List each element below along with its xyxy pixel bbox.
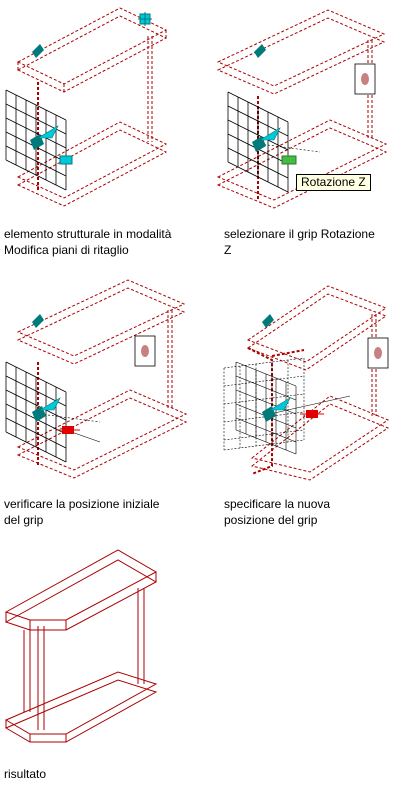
- figure-step-1: elemento strutturale in modalità Modific…: [0, 0, 200, 260]
- clip-plane-grid: [5, 89, 67, 191]
- move-grip-icon[interactable]: [138, 12, 152, 26]
- plane-edit-grip-icon[interactable]: [254, 44, 266, 58]
- caption: elemento strutturale in modalità Modific…: [4, 227, 172, 257]
- clip-plane-grid: [235, 361, 297, 455]
- caption: verificare la posizione iniziale del gri…: [4, 497, 160, 527]
- member-result-diagram: [4, 549, 158, 743]
- plane-edit-grip-icon[interactable]: [262, 314, 274, 328]
- caption: specificare la nuova posizione del grip: [224, 497, 331, 527]
- move-grip-icon[interactable]: [59, 155, 73, 165]
- rotation-grip-icon[interactable]: [36, 125, 59, 139]
- rotated-clip-plane-grid: [223, 357, 305, 451]
- rotation-grip-hot-icon[interactable]: [300, 410, 324, 418]
- rotation-grip-hot-icon[interactable]: [56, 426, 80, 434]
- member-clip-edit-diagram: [5, 279, 188, 479]
- member-clip-edit-diagram: [5, 7, 168, 207]
- figure-step-2: Rotazione Z selezionare il grip Rotazion…: [200, 0, 402, 260]
- caption: selezionare il grip Rotazione Z: [224, 227, 375, 257]
- member-clip-edit-diagram: [223, 285, 390, 481]
- grip-tooltip: Rotazione Z: [296, 174, 371, 191]
- member-clip-edit-diagram: [216, 9, 388, 209]
- clip-plane-marker-icon: [367, 337, 389, 369]
- figure-step-3: verificare la posizione iniziale del gri…: [0, 270, 200, 530]
- figure-step-5: risultato: [0, 540, 200, 787]
- plane-edit-grip-icon[interactable]: [32, 314, 44, 328]
- plane-edit-grip-icon[interactable]: [32, 44, 44, 58]
- figure-step-4: specificare la nuova posizione del grip: [200, 270, 402, 530]
- rotation-grip-icon[interactable]: [268, 397, 291, 411]
- clip-plane-grid: [227, 91, 289, 193]
- clip-plane-marker-icon: [134, 335, 156, 367]
- rotation-grip-selected-icon[interactable]: [281, 155, 297, 165]
- clip-plane-marker-icon: [354, 63, 376, 95]
- caption: risultato: [4, 767, 47, 781]
- rotation-grip-icon[interactable]: [258, 127, 281, 141]
- rotation-grip-icon[interactable]: [38, 397, 61, 411]
